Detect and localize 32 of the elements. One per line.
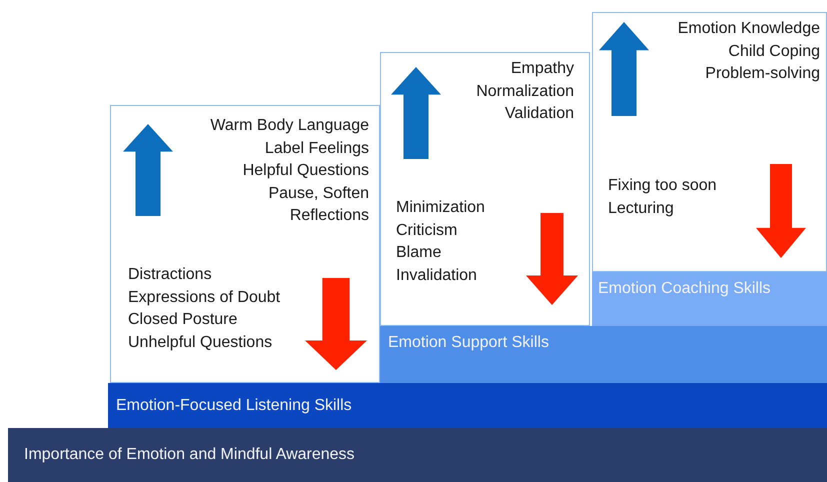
increase-item: Child Coping xyxy=(728,42,820,62)
decrease-item: Distractions xyxy=(128,265,212,285)
step-band xyxy=(380,326,827,383)
decrease-item: Minimization xyxy=(396,198,485,218)
band-label: Emotion Coaching Skills xyxy=(598,280,771,298)
increase-item: Emotion Knowledge xyxy=(678,19,820,39)
decrease-item: Criticism xyxy=(396,220,458,240)
band-label: Emotion Support Skills xyxy=(388,334,549,352)
increase-item: Normalization xyxy=(476,82,574,102)
increase-item: Helpful Questions xyxy=(242,161,369,181)
skill-box xyxy=(380,52,590,326)
decrease-item: Unhelpful Questions xyxy=(128,332,272,352)
skill-box xyxy=(592,12,827,272)
decrease-item: Invalidation xyxy=(396,266,477,286)
decrease-item: Closed Posture xyxy=(128,310,238,330)
band-label: Importance of Emotion and Mindful Awareness xyxy=(24,446,355,464)
increase-item: Reflections xyxy=(290,206,369,226)
decrease-item: Lecturing xyxy=(608,198,674,218)
base-band xyxy=(8,428,827,482)
step-band xyxy=(108,383,827,428)
band-label: Emotion-Focused Listening Skills xyxy=(116,396,352,414)
increase-item: Warm Body Language xyxy=(210,116,369,136)
decrease-item: Fixing too soon xyxy=(608,176,717,196)
increase-item: Empathy xyxy=(510,59,574,79)
increase-item: Validation xyxy=(504,104,574,124)
increase-item: Pause, Soften xyxy=(268,184,369,204)
skill-box xyxy=(110,105,380,383)
increase-item: Problem-solving xyxy=(705,64,820,84)
step-band xyxy=(592,272,827,326)
decrease-item: Expressions of Doubt xyxy=(128,288,280,308)
decrease-item: Blame xyxy=(396,243,442,263)
increase-item: Label Feelings xyxy=(264,138,369,158)
